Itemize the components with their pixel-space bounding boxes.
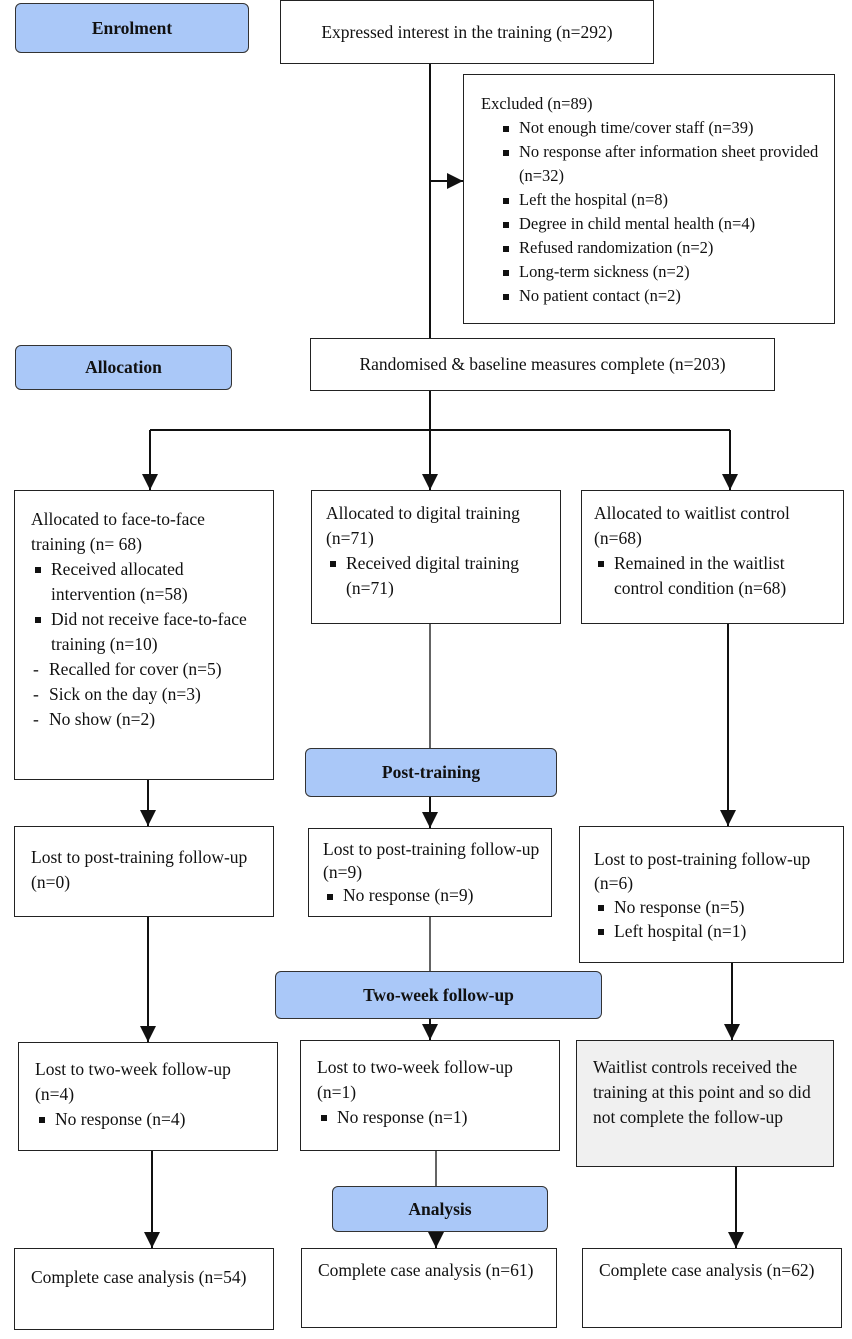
box-allocated-digital: Allocated to digital training (n=71) Rec…: [311, 490, 561, 624]
waitlist-lost-post-list: No response (n=5) Left hospital (n=1): [594, 895, 833, 943]
face-not-received-item: Did not receive face-to-face training (n…: [31, 607, 261, 657]
digital-allocated-text: Allocated to digital training (n=71): [326, 503, 520, 548]
excluded-reason: Long-term sickness (n=2): [499, 260, 820, 284]
waitlist-allocation-list: Remained in the waitlist control conditi…: [594, 551, 833, 601]
face-allocated-text: Allocated to face-to-face training (n= 6…: [31, 509, 205, 554]
face-reasons-list: Recalled for cover (n=5) Sick on the day…: [31, 657, 261, 732]
box-waitlist-analysis: Complete case analysis (n=62): [582, 1248, 842, 1328]
box-allocated-face-to-face: Allocated to face-to-face training (n= 6…: [14, 490, 274, 780]
face-analysis-text: Complete case analysis (n=54): [31, 1267, 247, 1287]
digital-lost-post-list: No response (n=9): [323, 884, 541, 907]
box-randomised: Randomised & baseline measures complete …: [310, 338, 775, 391]
digital-lost-two-week-list: No response (n=1): [317, 1105, 549, 1130]
waitlist-lost-post-item: No response (n=5): [594, 895, 833, 919]
randomised-text: Randomised & baseline measures complete …: [359, 354, 726, 374]
face-lost-post-text: Lost to post-training follow-up (n=0): [31, 847, 248, 892]
box-waitlist-note: Waitlist controls received the training …: [576, 1040, 834, 1167]
waitlist-analysis-text: Complete case analysis (n=62): [599, 1260, 815, 1280]
stage-post-training: Post-training: [305, 748, 557, 797]
stage-enrolment: Enrolment: [15, 3, 249, 53]
digital-lost-two-week-item: No response (n=1): [317, 1105, 549, 1130]
digital-lost-two-week-text: Lost to two-week follow-up (n=1): [317, 1057, 513, 1102]
box-waitlist-lost-post-training: Lost to post-training follow-up (n=6) No…: [579, 826, 844, 963]
box-digital-lost-post-training: Lost to post-training follow-up (n=9) No…: [308, 828, 552, 917]
stage-two-week-follow-up: Two-week follow-up: [275, 971, 602, 1019]
face-lost-two-week-text: Lost to two-week follow-up (n=4): [35, 1059, 231, 1104]
box-digital-lost-two-week: Lost to two-week follow-up (n=1) No resp…: [300, 1040, 560, 1151]
face-reason-item: Sick on the day (n=3): [31, 682, 261, 707]
face-reason-item: No show (n=2): [31, 707, 261, 732]
waitlist-lost-post-text: Lost to post-training follow-up (n=6): [594, 849, 811, 893]
excluded-reason: No patient contact (n=2): [499, 284, 820, 308]
waitlist-allocated-text: Allocated to waitlist control (n=68): [594, 503, 790, 548]
face-lost-two-week-list: No response (n=4): [35, 1107, 267, 1132]
box-expressed-interest: Expressed interest in the training (n=29…: [280, 0, 654, 64]
stage-allocation: Allocation: [15, 345, 232, 390]
face-allocation-list: Received allocated intervention (n=58) D…: [31, 557, 261, 657]
excluded-reason: Not enough time/cover staff (n=39): [499, 116, 820, 140]
face-received-item: Received allocated intervention (n=58): [31, 557, 261, 607]
excluded-title: Excluded (n=89): [481, 94, 593, 113]
waitlist-received-item: Remained in the waitlist control conditi…: [594, 551, 833, 601]
box-face-analysis: Complete case analysis (n=54): [14, 1248, 274, 1330]
waitlist-lost-post-item: Left hospital (n=1): [594, 919, 833, 943]
excluded-reason: Refused randomization (n=2): [499, 236, 820, 260]
digital-allocation-list: Received digital training (n=71): [326, 551, 550, 601]
waitlist-note-text: Waitlist controls received the training …: [593, 1057, 811, 1127]
box-allocated-waitlist: Allocated to waitlist control (n=68) Rem…: [581, 490, 844, 624]
expressed-interest-text: Expressed interest in the training (n=29…: [321, 21, 613, 42]
digital-lost-post-text: Lost to post-training follow-up (n=9): [323, 839, 540, 882]
digital-analysis-text: Complete case analysis (n=61): [318, 1260, 534, 1280]
box-excluded: Excluded (n=89) Not enough time/cover st…: [463, 74, 835, 324]
box-face-lost-two-week: Lost to two-week follow-up (n=4) No resp…: [18, 1042, 278, 1151]
box-face-lost-post-training: Lost to post-training follow-up (n=0): [14, 826, 274, 917]
excluded-reason: Degree in child mental health (n=4): [499, 212, 820, 236]
excluded-reason: Left the hospital (n=8): [499, 188, 820, 212]
face-reason-item: Recalled for cover (n=5): [31, 657, 261, 682]
excluded-reasons-list: Not enough time/cover staff (n=39) No re…: [481, 116, 820, 308]
face-lost-two-week-item: No response (n=4): [35, 1107, 267, 1132]
box-digital-analysis: Complete case analysis (n=61): [301, 1248, 557, 1328]
digital-received-item: Received digital training (n=71): [326, 551, 550, 601]
excluded-reason: No response after information sheet prov…: [499, 140, 820, 188]
stage-analysis: Analysis: [332, 1186, 548, 1232]
digital-lost-post-item: No response (n=9): [323, 884, 541, 907]
